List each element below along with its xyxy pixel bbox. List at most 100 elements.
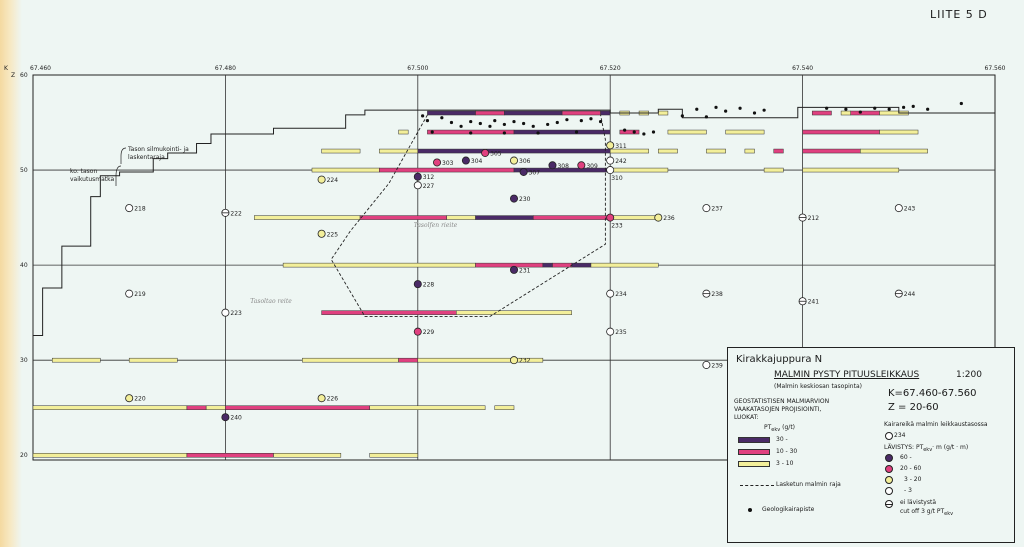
legend-box: Kirakkajuppura N MALMIN PYSTY PITUUSLEIK… — [727, 347, 1015, 543]
legend-k-range: K=67.460-67.560 — [888, 388, 977, 399]
ore-bar-mid — [321, 310, 457, 315]
geology-point — [512, 119, 516, 124]
drillhole-label: 229 — [423, 329, 435, 336]
legend-swatch-high — [738, 437, 770, 443]
ore-bar-mid — [619, 129, 640, 135]
drillhole-marker — [125, 289, 134, 298]
drillhole-marker — [481, 148, 490, 157]
drillhole-marker — [413, 327, 422, 336]
geology-point — [873, 106, 877, 110]
geology-point — [902, 105, 906, 109]
legend-class-unit-tail: (g/t) — [780, 424, 796, 431]
ore-bar-mid — [359, 215, 447, 220]
geology-point — [469, 119, 473, 124]
ore-bar-low — [273, 452, 342, 458]
geology-point — [425, 119, 430, 123]
legend-grade-marker-60 — [885, 454, 893, 462]
drillhole-label: 230 — [519, 196, 531, 203]
geology-point — [714, 105, 718, 109]
legend-grade-3-20: 3 - 20 — [904, 476, 922, 483]
ore-bar-mid — [225, 405, 370, 410]
y-tick-label: 20 — [20, 452, 28, 459]
ore-bar-low — [446, 215, 476, 220]
legend-grade-title: LÄVISTYS: PTekv· m (g/t · m) — [884, 444, 968, 453]
geology-point — [911, 104, 915, 108]
ore-bar-low — [609, 148, 649, 154]
ore-bar-low — [321, 148, 361, 154]
drillhole-marker — [413, 280, 422, 289]
geology-point — [825, 106, 829, 110]
geology-point — [589, 117, 593, 121]
annotation-effect-depth-cont: vaikutusmatka — [70, 176, 115, 183]
ore-bar-high — [427, 110, 476, 116]
calculated-ore-boundary — [330, 114, 606, 317]
y-tick-label: 40 — [20, 262, 28, 269]
geology-point — [752, 111, 757, 115]
geology-point — [632, 130, 636, 134]
annotation-model-surface-cont: laskentaraja — [128, 154, 165, 161]
ore-bar-low — [302, 357, 399, 363]
legend-no-intersection-marker — [885, 500, 893, 508]
legend-scale: 1:200 — [956, 370, 982, 380]
legend-method-line1: GEOSTATISTISEN MALMIARVION — [734, 398, 830, 405]
handwritten-note: Tasoltao reite — [250, 298, 292, 305]
ore-bar-low — [802, 167, 900, 173]
drillhole-label: 308 — [557, 163, 569, 170]
paper-edge-stain — [0, 0, 22, 547]
ore-bar-low — [32, 452, 188, 458]
legend-grade-title-sub: ekv — [923, 447, 933, 454]
ore-bar-low — [744, 148, 755, 154]
ore-bar-low — [32, 405, 188, 410]
legend-grade-title-tail: · m (g/t · m) — [932, 444, 969, 451]
drillhole-label: 237 — [711, 206, 723, 213]
legend-grade-marker-20-60 — [885, 465, 893, 473]
ore-bar-mid — [398, 357, 419, 363]
x-tick-label: 67.500 — [407, 65, 428, 72]
drillhole-label: 223 — [230, 310, 242, 317]
geology-point — [449, 120, 454, 125]
x-tick-label: 67.480 — [215, 65, 236, 72]
drillhole-marker — [509, 156, 518, 165]
geology-point — [555, 120, 559, 125]
ore-bar-low — [609, 167, 669, 173]
legend-subtitle: MALMIN PYSTY PITUUSLEIKKAUS — [774, 370, 920, 380]
geology-point — [546, 122, 550, 127]
annotation-bracket-2 — [115, 165, 122, 186]
drillhole-label: 227 — [423, 183, 435, 190]
geology-point — [478, 121, 482, 126]
drillhole-label: 304 — [471, 158, 483, 165]
drillhole-label: 309 — [586, 163, 598, 170]
ore-bar-low — [658, 148, 678, 154]
drillhole-label: 244 — [904, 291, 916, 298]
geology-point — [574, 130, 579, 134]
geology-surface-line — [33, 106, 995, 336]
legend-no-intersection-sub: ekv — [944, 511, 954, 518]
legend-class-unit: PTekv (g/t) — [764, 424, 795, 433]
geology-point — [565, 118, 569, 122]
drillhole-label: 212 — [808, 215, 820, 222]
drillhole-label: 306 — [519, 158, 531, 165]
ore-bar-high — [600, 110, 611, 116]
annotation-model-surface: Tason silmukointi- ja — [127, 146, 189, 153]
ore-bar-mid — [802, 129, 880, 135]
y-tick-label: 50 — [20, 167, 28, 174]
geology-point — [844, 107, 848, 111]
drillhole-label: 224 — [327, 177, 339, 184]
drillhole-label: 232 — [519, 358, 531, 365]
legend-no-intersection-line2: cut off 3 g/t PTekv — [900, 508, 953, 517]
ore-bar-low — [369, 405, 486, 410]
drillhole-marker — [317, 394, 326, 403]
drillhole-marker — [509, 194, 518, 203]
geology-point — [642, 132, 646, 136]
drillhole-marker — [606, 166, 615, 175]
ore-bar-low — [879, 129, 919, 135]
drillhole-label: 218 — [134, 206, 146, 213]
geology-point — [522, 121, 526, 126]
geology-point — [623, 128, 627, 132]
drillhole-marker — [221, 308, 230, 317]
ore-bar-low — [590, 262, 659, 268]
drillhole-label: 236 — [663, 215, 675, 222]
ore-bar-low — [494, 405, 515, 410]
drillhole-label: 311 — [615, 143, 627, 150]
